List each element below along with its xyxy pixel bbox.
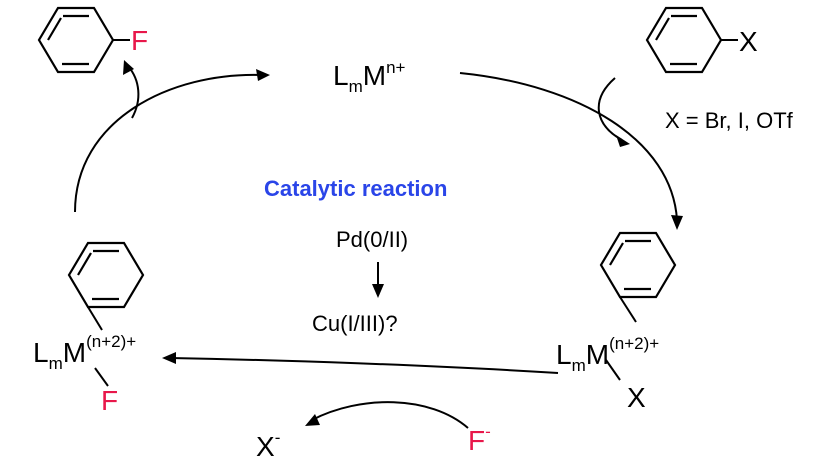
center-line-cu: Cu(I/III)?	[312, 311, 398, 336]
left-intermediate-label: LmM(n+2)+	[33, 332, 136, 373]
aryl-halide-ring	[645, 6, 738, 74]
left-intermediate-f-label: F	[101, 385, 118, 416]
left-intermediate-ring	[67, 241, 145, 387]
fluorobenzene-ring	[37, 6, 130, 74]
x-definition-label: X = Br, I, OTf	[665, 108, 794, 133]
reductive-elimination-arrow	[74, 73, 263, 213]
product-release-arrowhead	[123, 60, 134, 75]
oxidative-addition-arrow	[459, 72, 678, 221]
center-title: Catalytic reaction	[264, 176, 447, 201]
right-intermediate-x-label: X	[627, 382, 646, 413]
fluoride-exchange-arrowhead	[305, 414, 320, 426]
center-line-pd: Pd(0/II)	[336, 227, 408, 252]
fluoride-exchange-arrow	[311, 401, 469, 429]
substrate-entry-arrow	[597, 77, 623, 141]
oxidative-addition-arrowhead	[671, 215, 683, 230]
center-arrowhead	[372, 284, 384, 298]
ligand-exchange-arrow	[169, 357, 559, 374]
ligand-exchange-arrowhead	[162, 352, 176, 364]
substrate-entry-arrowhead	[616, 135, 630, 147]
fluoride-label: F-	[468, 422, 491, 456]
product-fluorine-label: F	[131, 25, 148, 56]
reductive-elimination-arrowhead	[256, 69, 270, 81]
right-intermediate-label: LmM(n+2)+	[556, 334, 659, 375]
right-intermediate-ring	[599, 231, 677, 381]
catalyst-top-label: LmMn+	[333, 58, 406, 96]
aryl-halide-x-label: X	[739, 26, 758, 57]
leaving-group-label: X-	[256, 428, 280, 462]
